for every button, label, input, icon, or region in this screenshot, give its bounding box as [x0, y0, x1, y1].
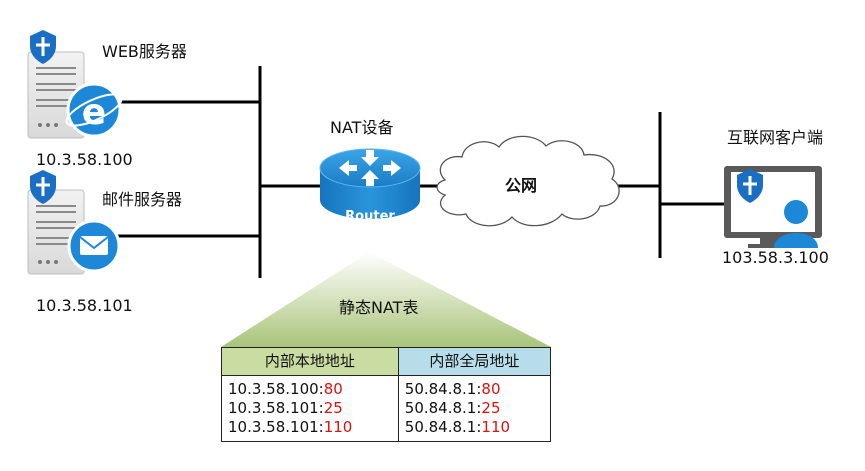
- inside-global-column: 50.84.8.1:80 50.84.8.1:25 50.84.8.1:110: [397, 375, 552, 442]
- table-row: 50.84.8.1:25: [405, 399, 544, 418]
- public-network-label: 公网: [505, 176, 538, 195]
- nat-table-callout: [221, 252, 551, 347]
- table-row: 50.84.8.1:80: [405, 380, 544, 399]
- mail-server-ip: 10.3.58.101: [36, 296, 133, 315]
- shield-icon: [737, 169, 763, 203]
- browser-e-icon: e: [65, 82, 123, 138]
- static-nat-table: 内部本地地址 内部全局地址 10.3.58.100:80 10.3.58.101…: [221, 347, 552, 442]
- table-row: 10.3.58.100:80: [228, 380, 392, 399]
- local-port: 25: [323, 399, 343, 417]
- connection-lines: [118, 66, 735, 278]
- table-row: 50.84.8.1:110: [405, 418, 544, 437]
- web-server-label: WEB服务器: [102, 42, 187, 61]
- inside-local-column: 10.3.58.100:80 10.3.58.101:25 10.3.58.10…: [221, 375, 399, 442]
- local-ip: 10.3.58.100:: [228, 380, 324, 398]
- static-nat-table-title: 静态NAT表: [339, 298, 419, 317]
- local-port: 80: [323, 380, 343, 398]
- local-ip: 10.3.58.101:: [228, 418, 324, 436]
- shield-icon: [30, 30, 56, 64]
- local-ip: 10.3.58.101:: [228, 399, 324, 417]
- global-ip: 50.84.8.1:: [404, 418, 482, 436]
- internet-client-label: 互联网客户端: [727, 128, 824, 147]
- nat-device-label: NAT设备: [330, 118, 394, 137]
- shield-icon: [30, 170, 56, 204]
- global-ip: 50.84.8.1:: [404, 399, 482, 417]
- local-port: 110: [323, 418, 353, 436]
- table-row: 10.3.58.101:25: [228, 399, 392, 418]
- router-icon: [319, 148, 421, 219]
- mail-envelope-icon: [67, 219, 121, 273]
- global-port: 25: [481, 399, 501, 417]
- global-port: 110: [481, 418, 511, 436]
- global-port: 80: [481, 380, 501, 398]
- client-ip: 103.58.3.100: [722, 248, 829, 267]
- user-avatar-icon: [774, 200, 818, 248]
- table-row: 10.3.58.101:110: [228, 418, 392, 437]
- public-network-cloud: [436, 135, 620, 227]
- mail-server-label: 邮件服务器: [102, 190, 183, 209]
- router-label: Router: [345, 209, 395, 224]
- header-inside-local: 内部本地地址: [221, 347, 399, 376]
- global-ip: 50.84.8.1:: [404, 380, 482, 398]
- web-server-ip: 10.3.58.100: [36, 150, 133, 169]
- header-inside-global: 内部全局地址: [397, 347, 552, 376]
